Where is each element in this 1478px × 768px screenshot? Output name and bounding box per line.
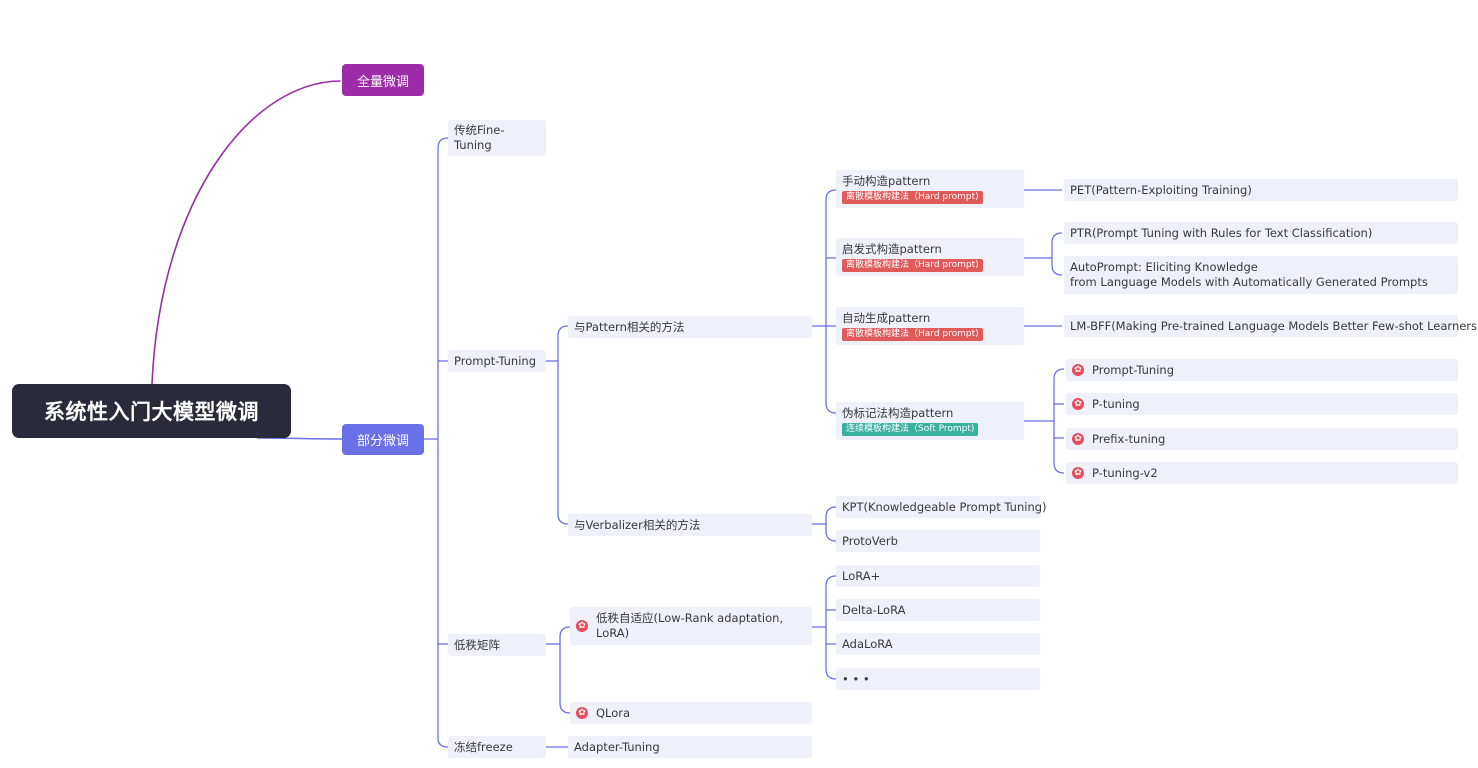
pattern-methods-node[interactable]: 与Pattern相关的方法	[568, 316, 812, 338]
leaf-label: Prefix-tuning	[1092, 431, 1166, 446]
qlora-node[interactable]: ✿ QLora	[570, 702, 812, 724]
pattern-label: 自动生成pattern	[842, 311, 931, 325]
auto-pattern-node[interactable]: 自动生成pattern 离散模板构建法（Hard prompt)	[836, 307, 1024, 345]
star-badge-icon: ✿	[1072, 433, 1084, 445]
hard-prompt-tag: 离散模板构建法（Hard prompt)	[842, 259, 983, 272]
lora-plus-node[interactable]: LoRA+	[836, 565, 1040, 587]
branch-partial-finetune	[257, 437, 343, 440]
star-badge-icon: ✿	[576, 620, 588, 632]
autoprompt-line-1: AutoPrompt: Eliciting Knowledge	[1070, 260, 1258, 274]
more-ellipsis-node[interactable]: • • •	[836, 668, 1040, 690]
branch-full-finetune	[151, 80, 341, 385]
autoprompt-node[interactable]: AutoPrompt: Eliciting Knowledge from Lan…	[1064, 256, 1458, 294]
lm-bff-node[interactable]: LM-BFF(Making Pre-trained Language Model…	[1064, 315, 1478, 337]
hard-prompt-tag: 离散模板构建法（Hard prompt)	[842, 328, 983, 341]
star-badge-icon: ✿	[1072, 398, 1084, 410]
p-tuning-node[interactable]: ✿ P-tuning	[1066, 393, 1458, 415]
full-finetune-node[interactable]: 全量微调	[342, 64, 424, 96]
pet-node[interactable]: PET(Pattern-Exploiting Training)	[1064, 179, 1458, 201]
low-rank-matrix-node[interactable]: 低秩矩阵	[448, 634, 546, 656]
prefix-tuning-node[interactable]: ✿ Prefix-tuning	[1066, 428, 1458, 450]
leaf-label: Prompt-Tuning	[1092, 362, 1174, 377]
partial-finetune-node[interactable]: 部分微调	[342, 424, 424, 455]
heuristic-pattern-node[interactable]: 启发式构造pattern 离散模板构建法（Hard prompt)	[836, 238, 1024, 276]
star-badge-icon: ✿	[576, 707, 588, 719]
soft-prompt-tag: 连续模板构建法（Soft Prompt)	[842, 423, 979, 436]
p-tuning-v2-node[interactable]: ✿ P-tuning-v2	[1066, 462, 1458, 484]
protoverb-node[interactable]: ProtoVerb	[836, 530, 1040, 552]
ptr-node[interactable]: PTR(Prompt Tuning with Rules for Text Cl…	[1064, 222, 1458, 244]
traditional-finetuning-node[interactable]: 传统Fine-Tuning	[448, 120, 546, 156]
root-node[interactable]: 系统性入门大模型微调	[12, 384, 291, 438]
hard-prompt-tag: 离散模板构建法（Hard prompt)	[842, 191, 983, 204]
qlora-label: QLora	[596, 705, 631, 720]
pattern-label: 启发式构造pattern	[842, 242, 942, 256]
manual-pattern-node[interactable]: 手动构造pattern 离散模板构建法（Hard prompt)	[836, 170, 1024, 208]
pseudo-token-pattern-node[interactable]: 伪标记法构造pattern 连续模板构建法（Soft Prompt)	[836, 402, 1024, 440]
star-badge-icon: ✿	[1072, 364, 1084, 376]
delta-lora-node[interactable]: Delta-LoRA	[836, 599, 1040, 621]
pattern-label: 伪标记法构造pattern	[842, 406, 954, 420]
lora-node[interactable]: ✿ 低秩自适应(Low-Rank adaptation, LoRA)	[570, 607, 812, 645]
leaf-label: P-tuning	[1092, 396, 1140, 411]
soft-prompt-tuning-node[interactable]: ✿ Prompt-Tuning	[1066, 359, 1458, 381]
lora-label: 低秩自适应(Low-Rank adaptation, LoRA)	[596, 611, 784, 640]
prompt-tuning-node[interactable]: Prompt-Tuning	[448, 350, 546, 372]
star-badge-icon: ✿	[1072, 467, 1084, 479]
freeze-node[interactable]: 冻结freeze	[448, 736, 546, 758]
verbalizer-methods-node[interactable]: 与Verbalizer相关的方法	[568, 514, 812, 536]
pattern-label: 手动构造pattern	[842, 174, 931, 188]
adapter-tuning-node[interactable]: Adapter-Tuning	[568, 736, 812, 758]
adalora-node[interactable]: AdaLoRA	[836, 633, 1040, 655]
leaf-label: P-tuning-v2	[1092, 465, 1158, 480]
autoprompt-line-2: from Language Models with Automatically …	[1070, 275, 1428, 289]
kpt-node[interactable]: KPT(Knowledgeable Prompt Tuning)	[836, 496, 1047, 518]
